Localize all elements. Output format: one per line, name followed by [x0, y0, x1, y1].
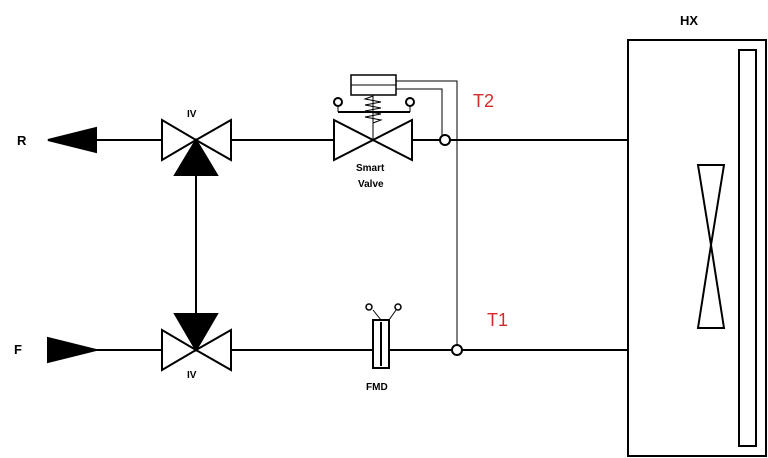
valve-body-right: [193, 118, 232, 162]
valve-body-right: [370, 118, 413, 162]
spring-icon: [363, 95, 383, 124]
hx-inner-tube: [738, 49, 757, 447]
isolation-valve-top-label: IV: [187, 109, 197, 120]
fmd-port-icon: [365, 303, 373, 311]
valve-body-top-filled: [173, 313, 219, 352]
fmd-probe: [388, 309, 397, 321]
smart-valve[interactable]: [333, 74, 415, 162]
smart-valve-label-line1: Smart: [356, 163, 385, 174]
flow-label: F: [14, 342, 22, 357]
temperature-sensor-t1[interactable]: [451, 344, 463, 356]
fmd-probe: [372, 309, 382, 321]
flow-measuring-device[interactable]: [365, 303, 402, 369]
return-arrow-icon: [47, 126, 97, 154]
valve-knob-icon: [333, 97, 343, 107]
temperature-sensor-t1-label: T1: [487, 310, 508, 330]
temperature-sensor-t2[interactable]: [439, 134, 451, 146]
isolation-valve-bottom[interactable]: [161, 313, 232, 372]
hx-fan-blade-top: [696, 164, 726, 246]
return-label: R: [17, 133, 27, 148]
temperature-sensor-t2-label: T2: [473, 91, 494, 111]
valve-knob-icon: [405, 97, 415, 107]
hx-fan-blade-bottom: [696, 244, 726, 329]
isolation-valve-top[interactable]: [161, 118, 232, 176]
smart-valve-label-line2: Valve: [358, 179, 384, 190]
heat-exchanger[interactable]: [627, 39, 767, 457]
isolation-valve-bottom-label: IV: [187, 370, 197, 381]
heat-exchanger-label: HX: [680, 13, 698, 28]
valve-body-left: [161, 118, 198, 162]
flow-arrow-icon: [47, 336, 97, 364]
valve-body-right: [193, 328, 232, 372]
sensor-signal-wire-t2: [396, 88, 443, 135]
valve-body-left: [161, 328, 198, 372]
flow-measuring-device-label: FMD: [366, 382, 388, 393]
fmd-port-icon: [394, 303, 402, 311]
sensor-signal-wire-t1: [396, 80, 458, 345]
valve-body-left: [333, 118, 376, 162]
